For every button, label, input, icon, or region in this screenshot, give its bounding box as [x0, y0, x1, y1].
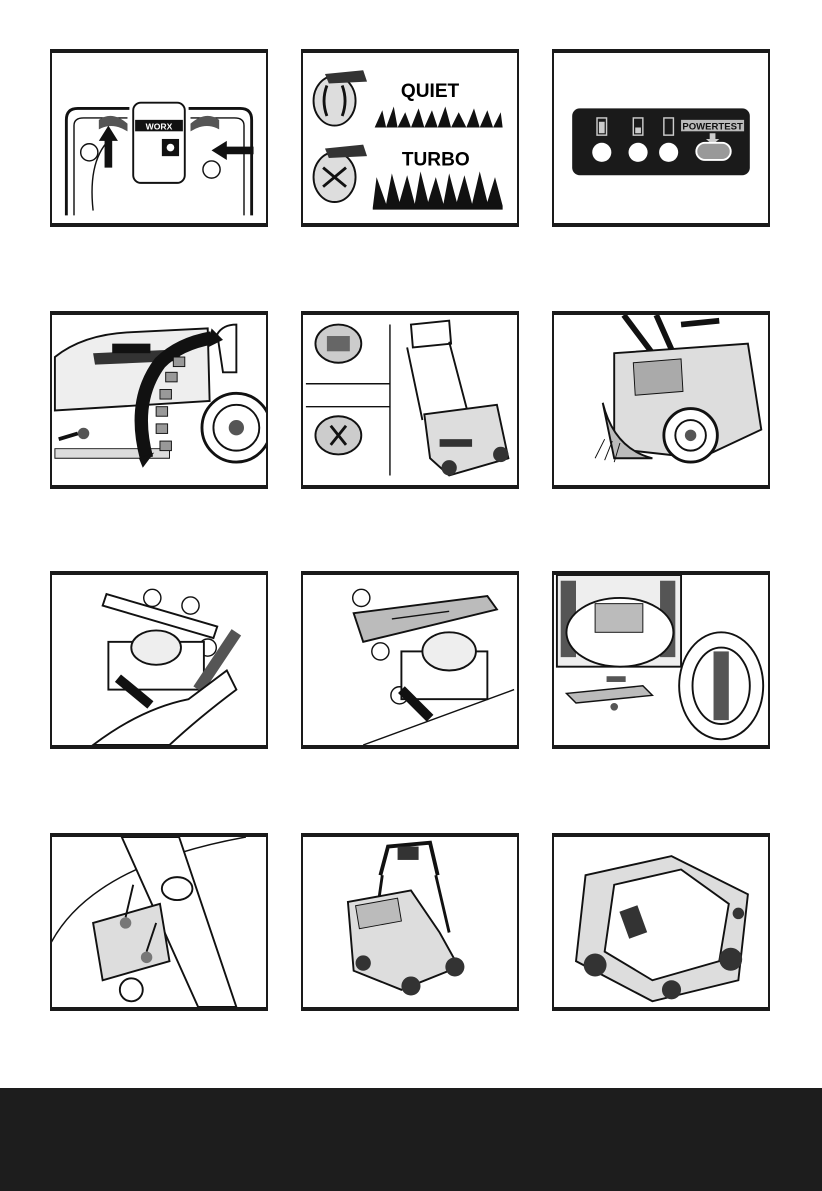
quiet-label: QUIET	[401, 81, 460, 102]
figure-handle-switch: WORX	[50, 49, 268, 227]
figure-battery-power-test: POWERTEST	[552, 49, 770, 227]
figure-height-adjust	[50, 311, 268, 489]
svg-text:WORX: WORX	[146, 121, 173, 131]
figure-quiet-turbo-dial: QUIET TURBO	[301, 49, 519, 227]
powertest-label: POWERTEST	[682, 121, 743, 132]
figure-blade-sharpen	[50, 571, 268, 749]
figure-mower-grass-box	[301, 311, 519, 489]
figure-blade-mount	[50, 833, 268, 1011]
figure-mulch-side	[552, 311, 770, 489]
figure-mower-folded	[552, 833, 770, 1011]
figure-blade-removal	[552, 571, 770, 749]
turbo-label: TURBO	[402, 150, 470, 171]
figure-mower-assembled	[301, 833, 519, 1011]
footer-bar	[0, 1088, 822, 1191]
figure-blade-balance	[301, 571, 519, 749]
